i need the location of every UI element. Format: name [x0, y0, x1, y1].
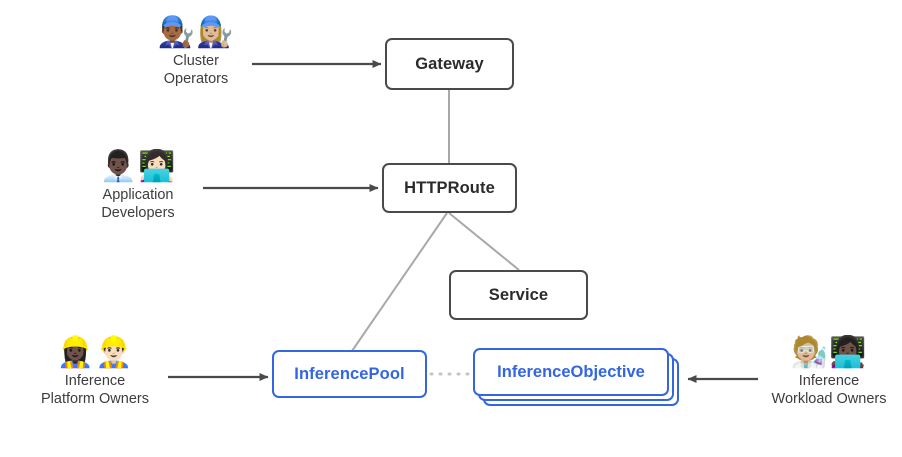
edge-httproute-inferencepool: [351, 212, 448, 352]
cluster-operators-icons: 👨🏾‍🔧👩🏼‍🔧: [157, 16, 235, 49]
persona-cluster-operators: 👨🏾‍🔧👩🏼‍🔧 Cluster Operators: [130, 18, 262, 88]
application-developers-label: Application Developers: [101, 187, 175, 222]
persona-inference-platform-owners: 👷🏿‍♀️👷🏻‍♂️ Inference Platform Owners: [10, 338, 180, 408]
inference-platform-owners-label: Inference Platform Owners: [41, 373, 149, 408]
node-inferenceobjective[interactable]: InferenceObjective: [473, 348, 669, 396]
cluster-operators-label: Cluster Operators: [163, 53, 229, 88]
persona-application-developers: 👨🏿‍💼👩🏻‍💻 Application Developers: [58, 152, 218, 222]
inference-platform-owners-icons: 👷🏿‍♀️👷🏻‍♂️: [56, 336, 134, 369]
edge-httproute-service: [448, 212, 520, 271]
persona-inference-workload-owners: 🧑🏼‍🔬👩🏿‍💻 Inference Workload Owners: [755, 338, 902, 408]
node-httproute[interactable]: HTTPRoute: [382, 163, 517, 213]
application-developers-icons: 👨🏿‍💼👩🏻‍💻: [99, 150, 177, 183]
node-gateway[interactable]: Gateway: [385, 38, 514, 90]
inference-workload-owners-label: Inference Workload Owners: [771, 373, 887, 408]
node-inferencepool[interactable]: InferencePool: [272, 350, 427, 398]
node-inferenceobjective-stack[interactable]: InferenceObjective: [473, 348, 688, 406]
inference-workload-owners-icons: 🧑🏼‍🔬👩🏿‍💻: [790, 336, 868, 369]
node-service[interactable]: Service: [449, 270, 588, 320]
